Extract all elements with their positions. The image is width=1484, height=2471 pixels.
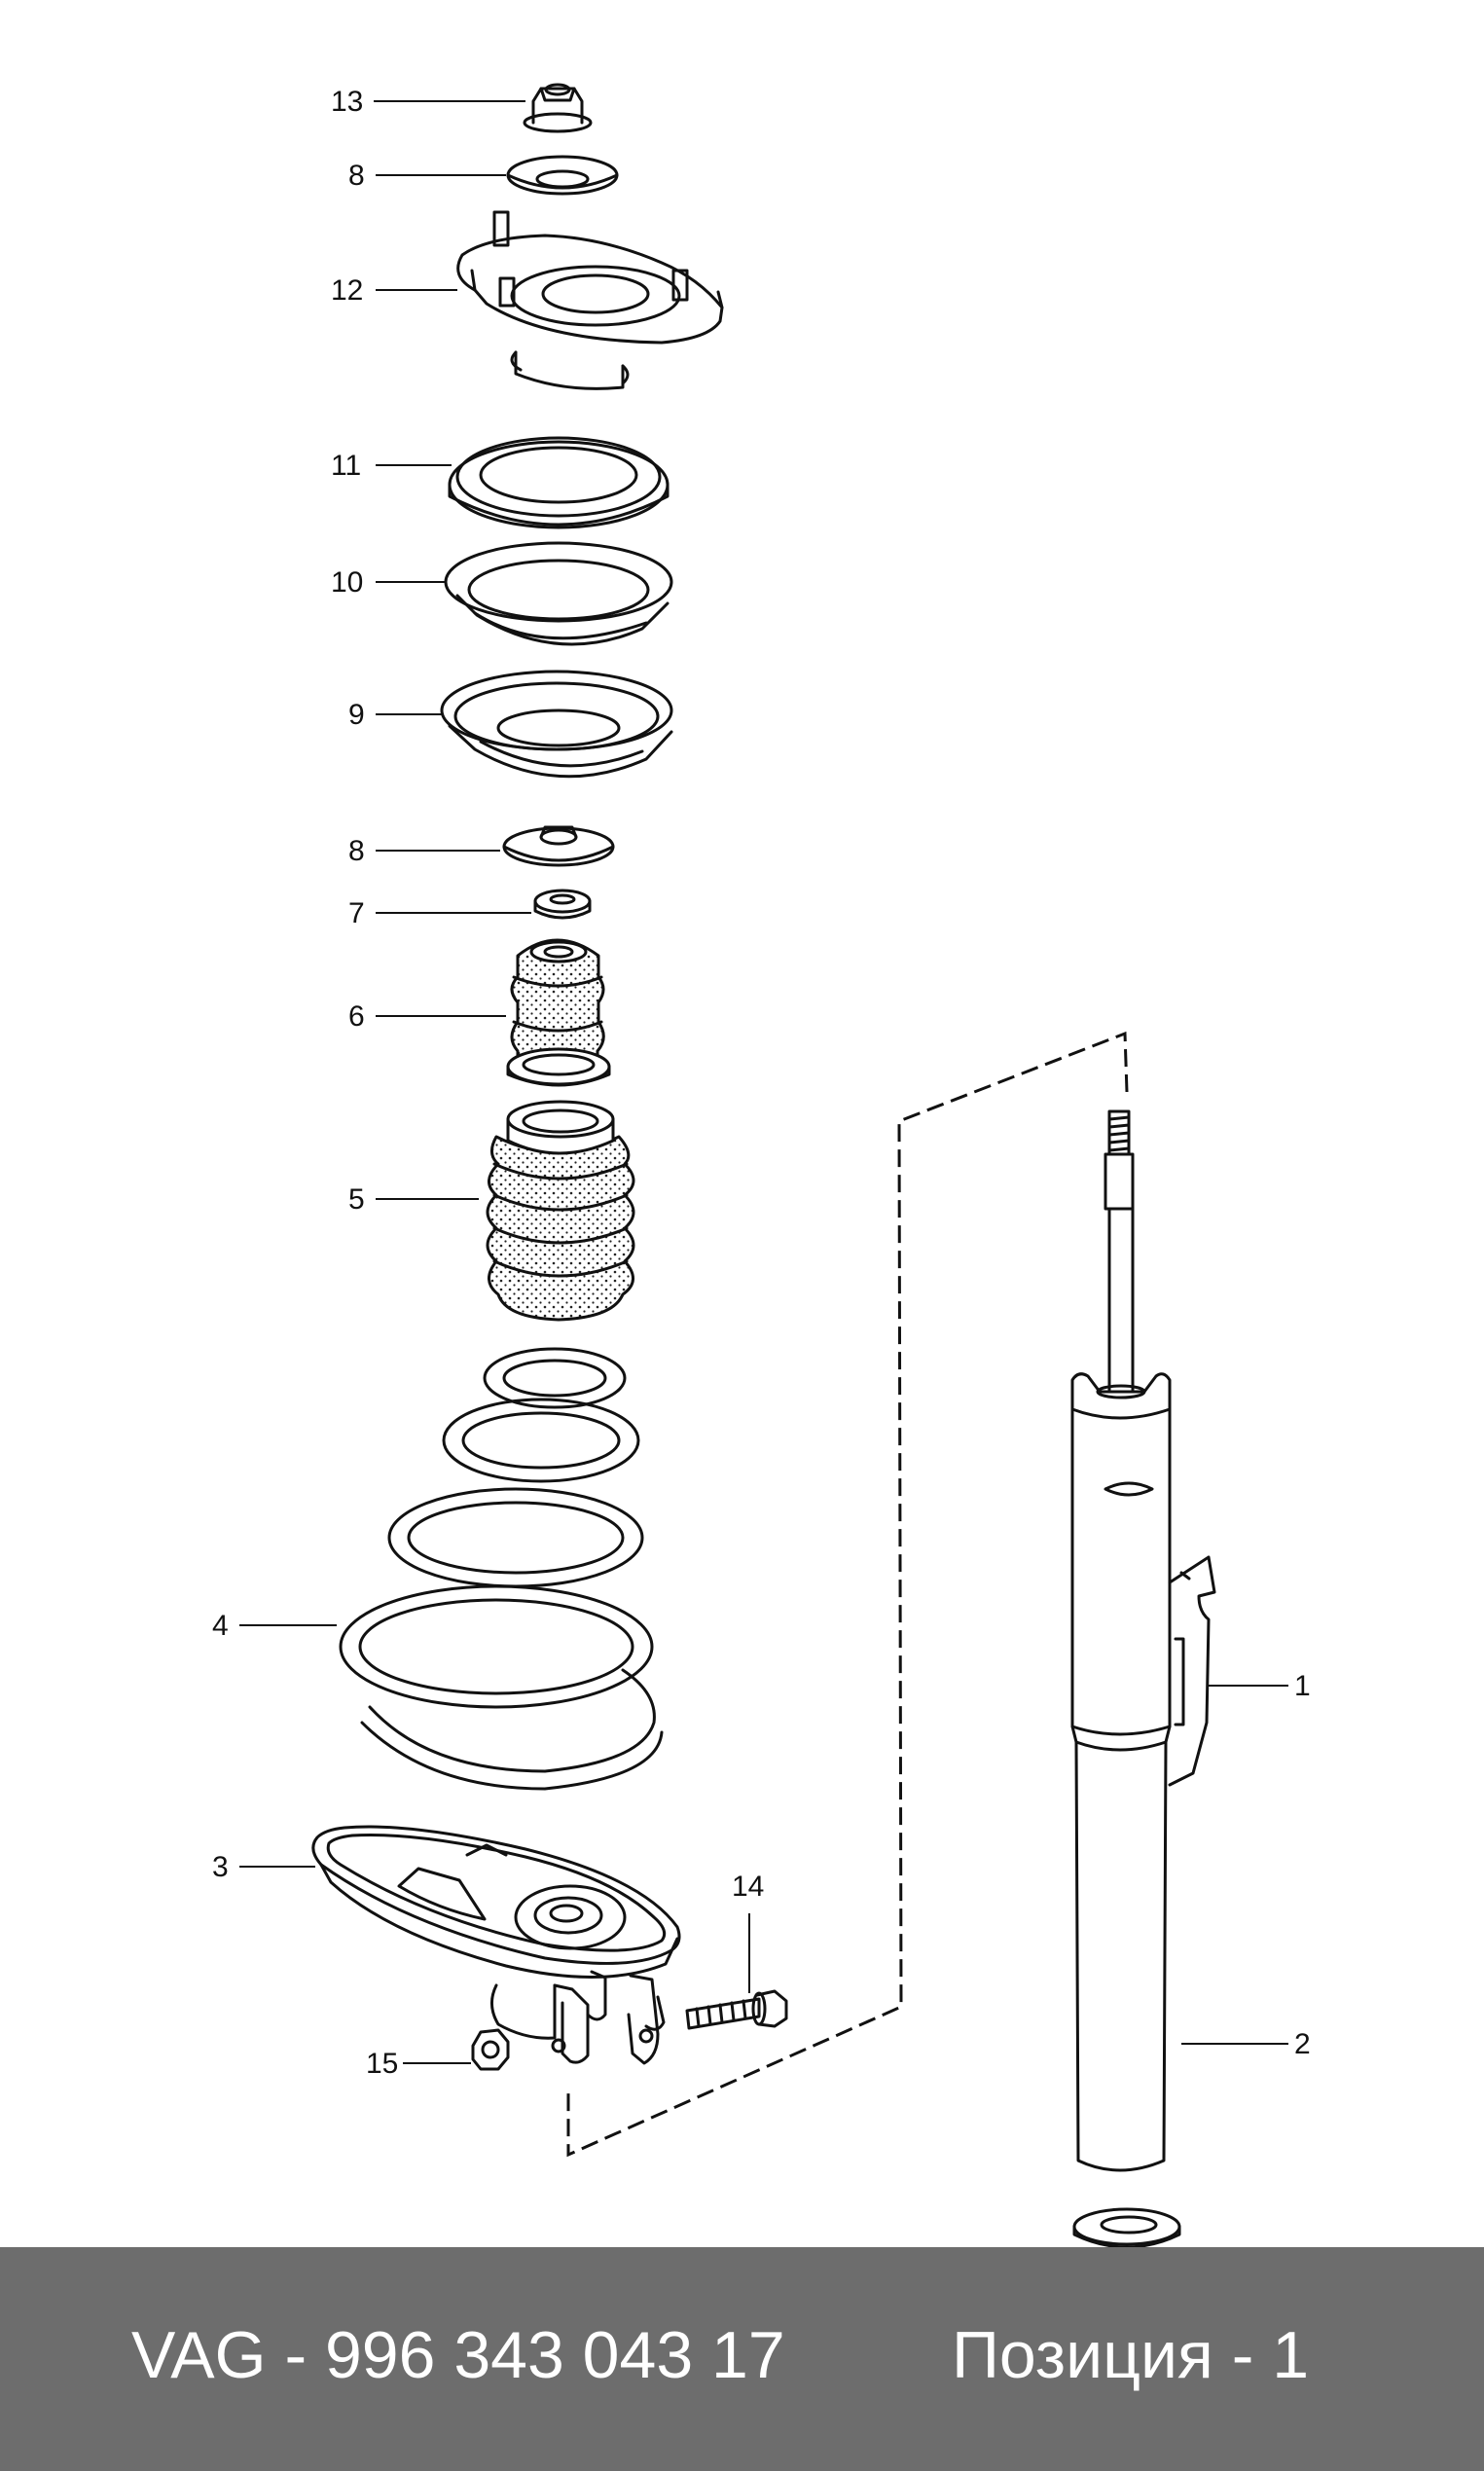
part-12-strut-mount	[456, 210, 724, 390]
callout-13: 13	[331, 86, 363, 118]
callout-8-top: 8	[348, 160, 365, 192]
part-8-washer-top	[506, 155, 619, 196]
callout-4: 4	[212, 1610, 229, 1642]
part-4-coil-spring	[339, 1347, 664, 1791]
part-5-dust-boot	[486, 1100, 635, 1322]
part-13-flange-nut	[523, 83, 593, 133]
part-10-spring-seat	[444, 541, 673, 646]
part-14-bolt	[685, 1989, 788, 2030]
callout-2: 2	[1294, 2028, 1311, 2060]
part-7-spacer-ring	[533, 889, 592, 920]
callout-1: 1	[1294, 1670, 1311, 1702]
callout-11: 11	[331, 450, 361, 482]
callout-6: 6	[348, 1000, 365, 1033]
callout-7: 7	[348, 897, 365, 929]
part-6-bump-stop	[506, 938, 611, 1087]
part-2-washer	[1072, 2207, 1181, 2247]
callout-8-lower: 8	[348, 835, 365, 867]
part-8-washer-lower	[502, 825, 615, 867]
part-number-label: VAG - 996 343 043 17	[131, 2318, 785, 2392]
exploded-parts-diagram: 13 8 12 11 10 9 8 7 6 5 4 3 14 15 1 2	[212, 83, 1311, 2247]
part-15-nut	[471, 2028, 510, 2071]
callout-3: 3	[212, 1851, 229, 1883]
part-3-lower-spring-seat	[311, 1825, 681, 2065]
callout-10: 10	[331, 566, 363, 599]
callout-5: 5	[348, 1183, 365, 1216]
callout-9: 9	[348, 699, 365, 731]
part-1-shock-absorber	[1070, 1109, 1216, 2172]
assembly-connector-line	[566, 1031, 1129, 2158]
footer-banner: VAG - 996 343 043 17 Позиция - 1	[0, 2247, 1484, 2471]
part-9-spring-isolator	[440, 670, 673, 779]
callout-12: 12	[331, 274, 363, 307]
part-11-bearing-ring	[448, 436, 670, 529]
callout-14: 14	[732, 1871, 764, 1903]
callout-15: 15	[366, 2048, 398, 2080]
position-label: Позиция - 1	[952, 2318, 1310, 2392]
